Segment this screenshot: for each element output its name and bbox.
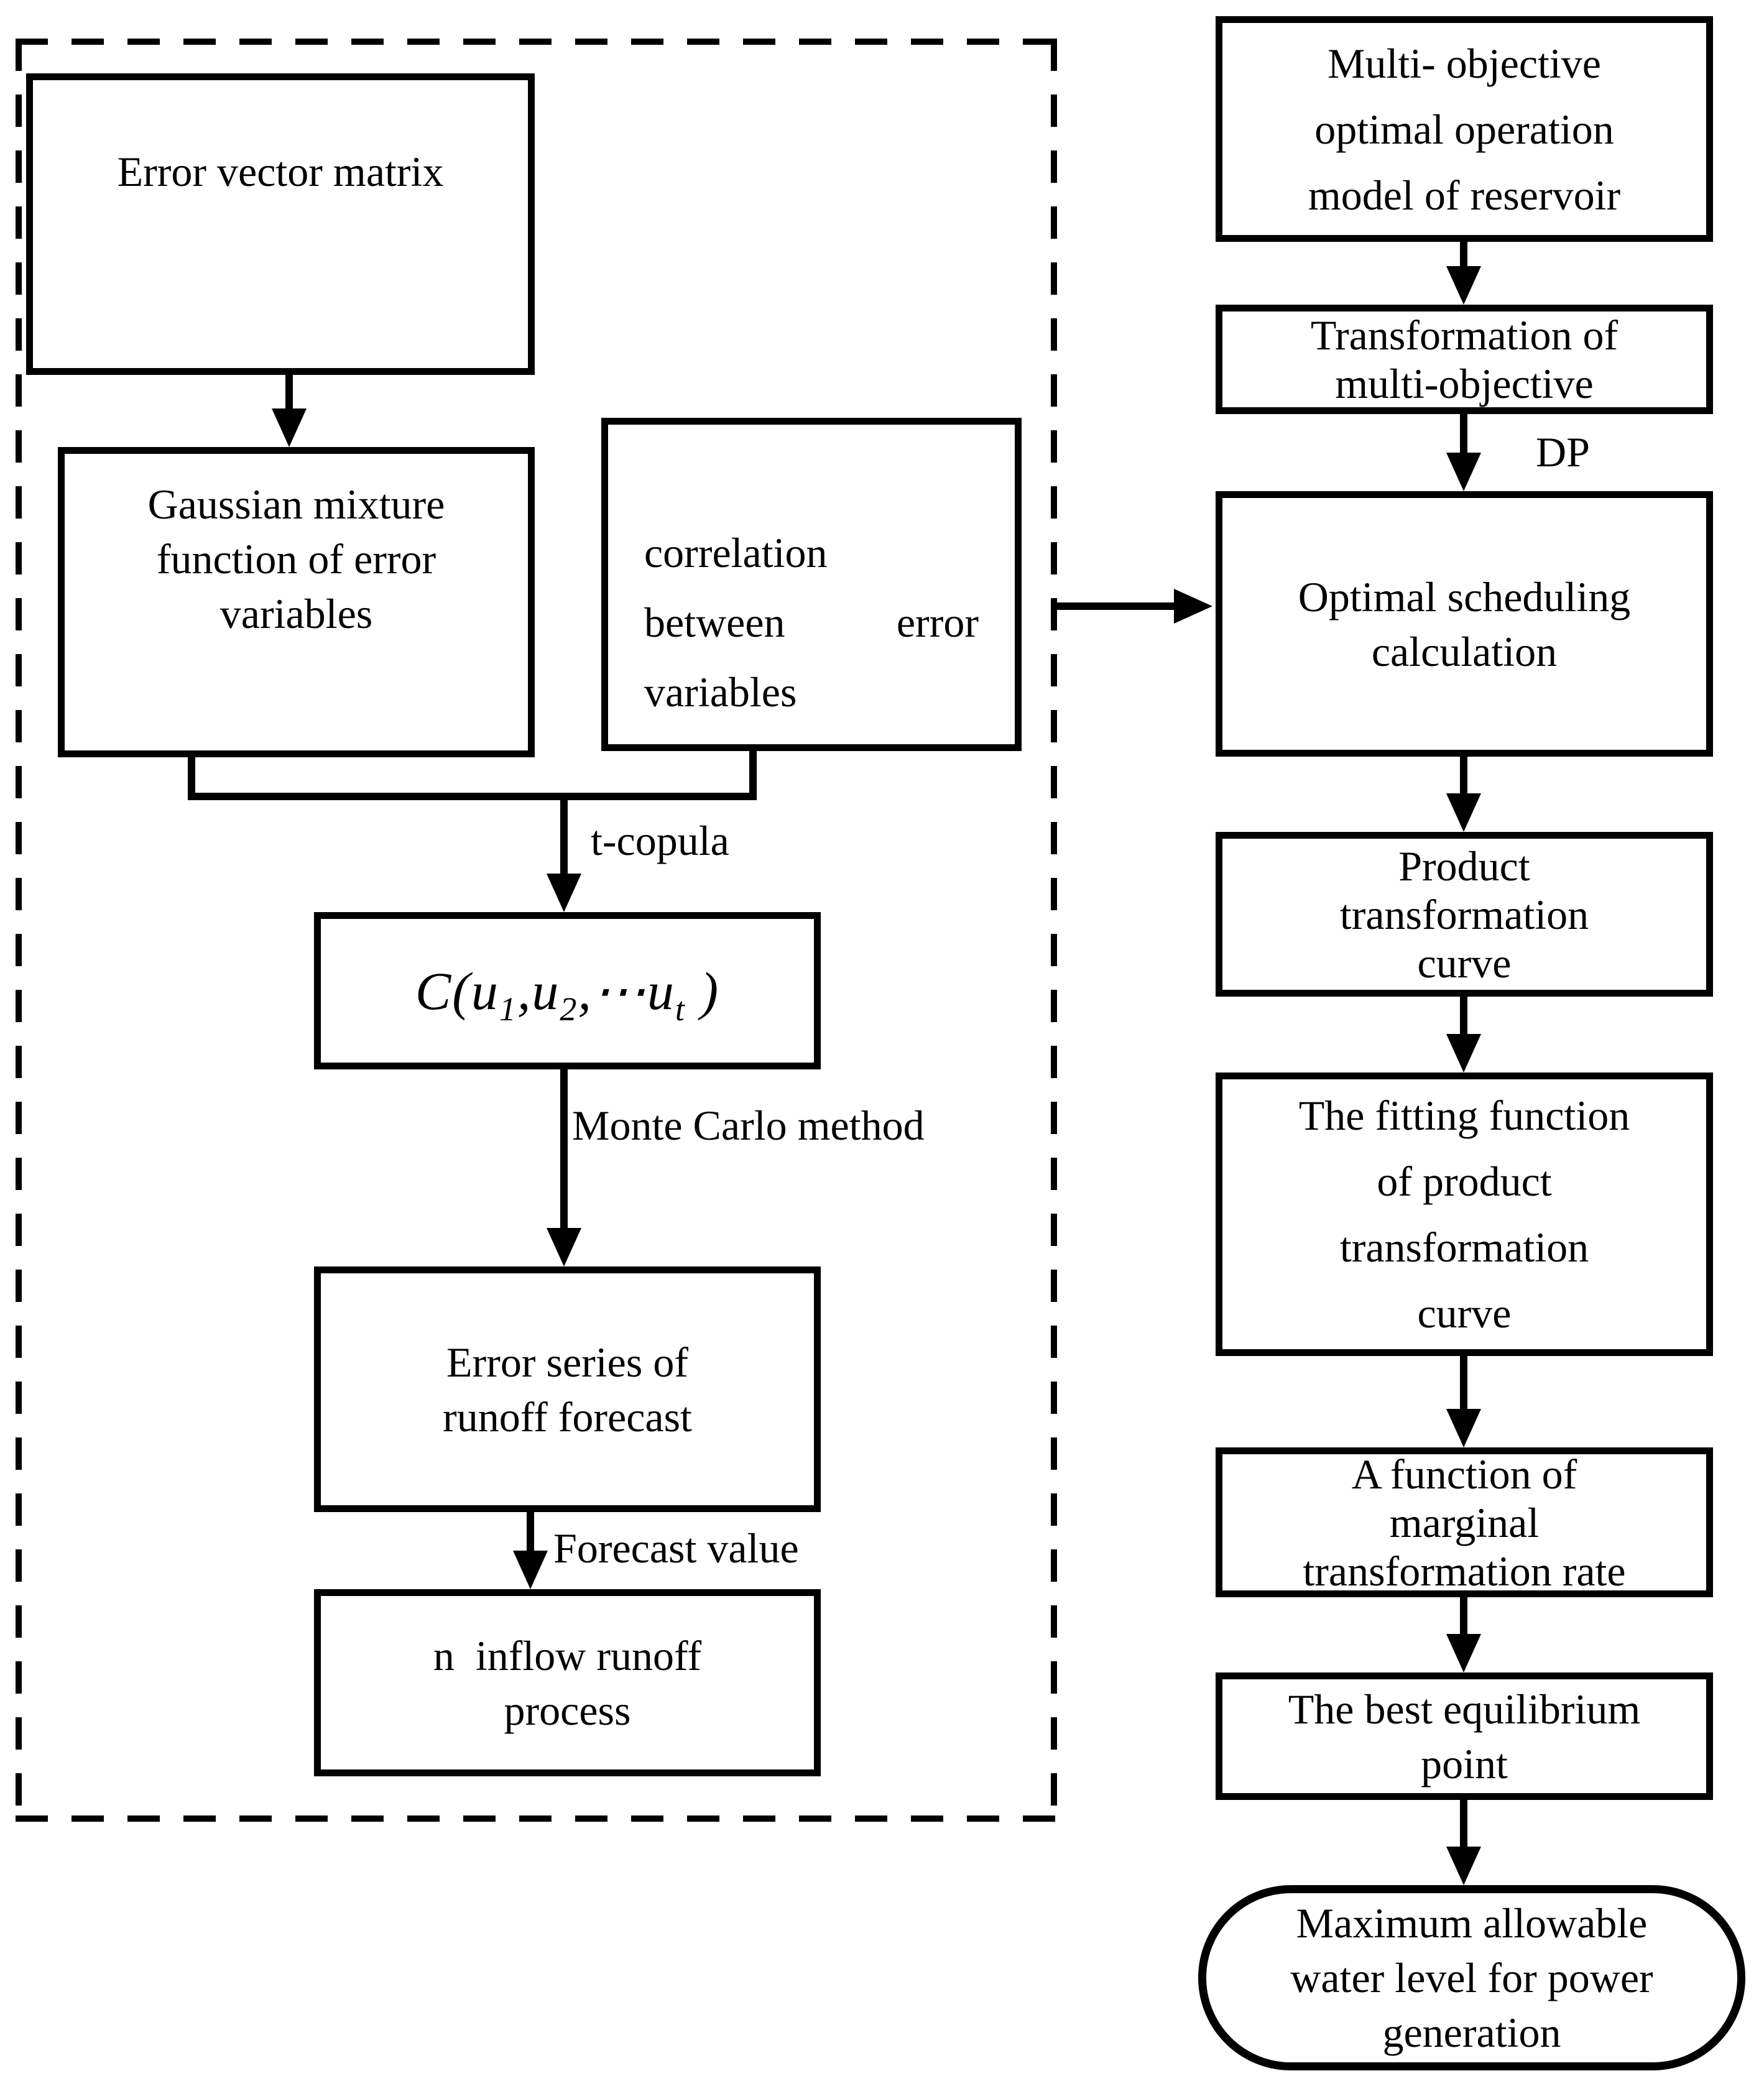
- node-label: transformation: [1339, 890, 1589, 938]
- node-label: error: [896, 599, 979, 646]
- arrow-shaft: [1057, 602, 1188, 610]
- node-label: optimal operation: [1314, 105, 1614, 153]
- node-product-transformation-curve: Product transformation curve: [1216, 832, 1713, 997]
- arrow-shaft: [1460, 1800, 1467, 1860]
- node-optimal-scheduling: Optimal scheduling calculation: [1216, 491, 1713, 757]
- arrow-down-icon: [1446, 1034, 1481, 1073]
- node-gaussian-mixture: Gaussian mixture function of error varia…: [58, 447, 535, 757]
- node-label: runoff forecast: [443, 1393, 692, 1441]
- node-label: process: [504, 1686, 631, 1734]
- arrow-marginal-to-equilibrium: [1446, 1597, 1481, 1672]
- node-label: function of error: [156, 535, 436, 583]
- node-label: The fitting function: [1298, 1092, 1630, 1139]
- arrow-forecast-value: [513, 1512, 548, 1589]
- dashed-border-bottom: [16, 1815, 1057, 1822]
- formula-subscript: 2: [560, 990, 578, 1028]
- arrow-right-icon: [1174, 589, 1212, 624]
- node-label: calculation: [1371, 627, 1558, 675]
- node-label: correlation: [644, 529, 828, 576]
- node-label: marginal: [1389, 1498, 1540, 1546]
- arrow-tcopula: [547, 796, 581, 912]
- arrow-product-curve-to-fitting: [1446, 997, 1481, 1073]
- node-label: multi-objective: [1335, 360, 1594, 407]
- edge-label-forecast-value: Forecast value: [553, 1521, 799, 1575]
- arrow-model-to-transformation: [1446, 242, 1481, 305]
- node-copula-function: C(u1,u2,⋯ut ): [314, 912, 821, 1069]
- arrow-down-icon: [1446, 793, 1481, 832]
- formula-subscript: 1: [499, 990, 517, 1028]
- edge-label-monte-carlo: Monte Carlo method: [572, 1098, 925, 1153]
- node-max-allowable-water-level: Maximum allowable water level for power …: [1198, 1885, 1745, 2070]
- arrow-shaft: [1460, 1356, 1467, 1423]
- edge-label-dp: DP: [1536, 425, 1590, 479]
- node-fitting-function: The fitting function of product transfor…: [1216, 1073, 1713, 1356]
- node-label: n inflow runoff: [433, 1631, 702, 1679]
- node-best-equilibrium-point: The best equilibrium point: [1216, 1672, 1713, 1800]
- arrow-down-icon: [1446, 453, 1481, 491]
- arrow-group-to-scheduling: [1057, 589, 1212, 624]
- node-label: Product: [1398, 842, 1530, 890]
- arrow-equilibrium-to-max-level: [1446, 1800, 1481, 1885]
- arrow-down-icon: [547, 874, 581, 912]
- node-label: Optimal scheduling: [1298, 573, 1631, 620]
- node-transformation-multi-objective: Transformation of multi-objective: [1216, 305, 1713, 414]
- arrow-monte-carlo: [547, 1069, 581, 1266]
- node-label-row: between error: [644, 588, 979, 657]
- arrow-down-icon: [1446, 1847, 1481, 1885]
- arrow-down-icon: [513, 1551, 548, 1589]
- dashed-border-left: [16, 39, 22, 1822]
- node-correlation: correlation between error variables: [601, 418, 1022, 751]
- node-error-series: Error series of runoff forecast: [314, 1266, 821, 1512]
- node-label: generation: [1382, 2009, 1561, 2056]
- arrow-down-icon: [272, 408, 307, 447]
- node-label: A function of: [1351, 1450, 1577, 1498]
- connector-correlation-leg: [749, 751, 757, 800]
- arrow-down-icon: [1446, 1634, 1481, 1672]
- node-label: of product: [1377, 1158, 1552, 1205]
- edge-label-t-copula: t-copula: [591, 813, 729, 868]
- node-label: water level for power: [1290, 1954, 1653, 2001]
- node-label: model of reservoir: [1308, 171, 1621, 219]
- node-label: The best equilibrium: [1288, 1685, 1641, 1733]
- node-label: Multi- objective: [1327, 39, 1601, 87]
- arrow-shaft: [560, 1069, 568, 1242]
- node-label: variables: [644, 668, 797, 716]
- node-error-vector-matrix: Error vector matrix: [26, 73, 535, 375]
- arrow-down-icon: [1446, 1409, 1481, 1447]
- node-label: curve: [1417, 939, 1512, 987]
- node-label: Error series of: [446, 1338, 688, 1386]
- formula-part: ): [685, 961, 720, 1021]
- dashed-border-right: [1051, 39, 1057, 1822]
- node-label: Error vector matrix: [117, 147, 444, 195]
- connector-gaussian-leg: [188, 757, 195, 800]
- node-label: Transformation of: [1310, 311, 1619, 359]
- node-label: between: [644, 599, 785, 646]
- node-label: variables: [219, 589, 373, 637]
- node-label: Gaussian mixture: [147, 480, 445, 528]
- formula-subscript: t: [675, 990, 686, 1028]
- copula-formula: C(u1,u2,⋯ut ): [415, 961, 720, 1026]
- node-label: transformation rate: [1303, 1547, 1626, 1595]
- arrow-down-icon: [1446, 266, 1481, 305]
- node-multi-objective-model: Multi- objective optimal operation model…: [1216, 16, 1713, 242]
- node-label: transformation: [1339, 1224, 1589, 1271]
- node-marginal-transformation-rate: A function of marginal transformation ra…: [1216, 1447, 1713, 1597]
- node-label: point: [1421, 1740, 1508, 1788]
- arrow-down-icon: [547, 1228, 581, 1266]
- arrow-transformation-to-scheduling: [1446, 414, 1481, 491]
- arrow-scheduling-to-product-curve: [1446, 757, 1481, 832]
- arrow-error-vector-to-gaussian: [272, 375, 307, 447]
- dashed-border-top: [16, 39, 1057, 45]
- formula-part: ,⋯u: [578, 961, 675, 1021]
- arrow-fitting-to-marginal: [1446, 1356, 1481, 1447]
- node-label: curve: [1417, 1289, 1512, 1337]
- node-inflow-runoff: n inflow runoff process: [314, 1589, 821, 1776]
- connector-merge-bus: [188, 793, 757, 800]
- formula-part: ,u: [517, 961, 560, 1021]
- node-label: Maximum allowable: [1296, 1899, 1648, 1947]
- formula-part: C(u: [415, 961, 499, 1021]
- arrow-shaft: [560, 796, 568, 887]
